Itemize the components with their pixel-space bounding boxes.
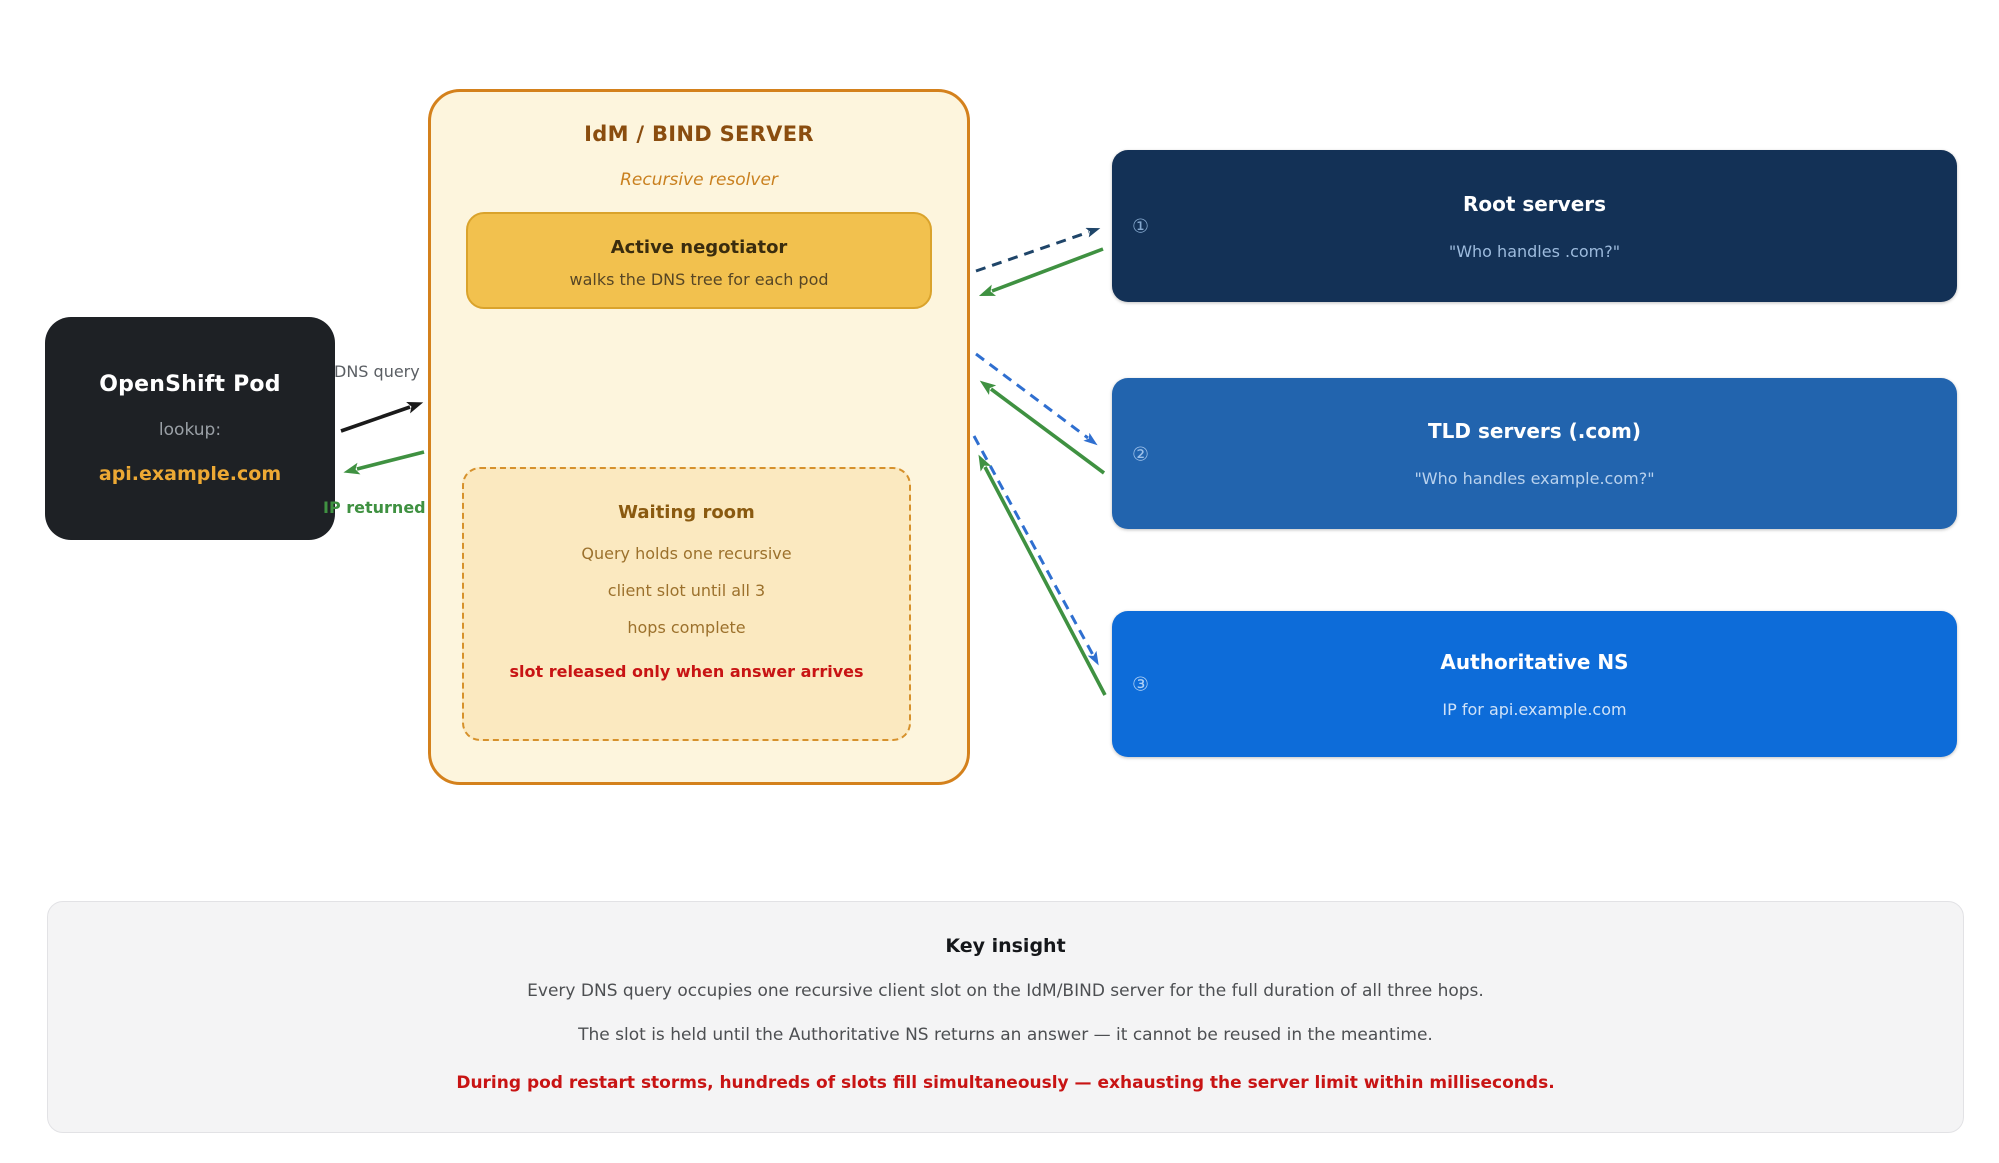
dns-query-label: DNS query	[334, 362, 420, 381]
hop2-response-arrow	[979, 380, 1106, 475]
pod-title: OpenShift Pod	[99, 372, 281, 397]
hop3-request-arrow	[972, 435, 1099, 666]
hop1-response-arrow	[978, 247, 1104, 296]
waiting-room-title: Waiting room	[618, 502, 755, 523]
hop1-request-arrow	[975, 227, 1101, 273]
authoritative-ns-subtitle: IP for api.example.com	[1442, 699, 1627, 719]
authoritative-ns-box: ③ Authoritative NS IP for api.example.co…	[1112, 611, 1957, 757]
hop3-badge: ③	[1132, 673, 1150, 696]
hop1-badge: ①	[1132, 215, 1150, 238]
root-servers-box: ① Root servers "Who handles .com?"	[1112, 150, 1957, 302]
waiting-room-box: Waiting room Query holds one recursive c…	[462, 467, 911, 741]
key-insight-box: Key insight Every DNS query occupies one…	[47, 901, 1964, 1133]
key-insight-alert: During pod restart storms, hundreds of s…	[456, 1073, 1555, 1093]
waiting-room-line: client slot until all 3	[607, 581, 766, 600]
hop2-badge: ②	[1132, 443, 1150, 466]
active-negotiator-box: Active negotiator walks the DNS tree for…	[466, 212, 932, 309]
key-insight-line-1: Every DNS query occupies one recursive c…	[527, 981, 1484, 1001]
tld-servers-title: TLD servers (.com)	[1428, 419, 1641, 443]
pod-domain: api.example.com	[98, 463, 282, 485]
root-servers-title: Root servers	[1462, 191, 1607, 216]
key-insight-line-2: The slot is held until the Authoritative…	[578, 1025, 1433, 1045]
idm-subtitle: Recursive resolver	[620, 170, 778, 190]
waiting-room-description: Query holds one recursive client slot un…	[464, 535, 909, 646]
waiting-room-line: Query holds one recursive	[581, 544, 792, 563]
key-insight-title: Key insight	[945, 935, 1066, 957]
waiting-room-alert: slot released only when answer arrives	[509, 662, 864, 681]
active-negotiator-title: Active negotiator	[610, 237, 788, 258]
tld-servers-box: ② TLD servers (.com) "Who handles exampl…	[1112, 378, 1957, 529]
root-servers-subtitle: "Who handles .com?"	[1448, 241, 1621, 261]
waiting-room-line: hops complete	[627, 618, 746, 637]
ip-returned-arrow	[343, 450, 425, 475]
hop3-response-arrow	[978, 454, 1107, 696]
dns-query-arrow	[340, 401, 424, 433]
authoritative-ns-title: Authoritative NS	[1440, 649, 1629, 674]
tld-servers-subtitle: "Who handles example.com?"	[1414, 469, 1655, 488]
active-negotiator-description: walks the DNS tree for each pod	[569, 270, 829, 289]
openshift-pod-box: OpenShift Pod lookup: api.example.com	[45, 317, 335, 540]
ip-returned-label: IP returned	[323, 498, 426, 517]
idm-bind-server-box: IdM / BIND SERVER Recursive resolver Act…	[428, 89, 970, 785]
pod-lookup-label: lookup:	[158, 420, 222, 440]
hop2-request-arrow	[975, 352, 1098, 446]
idm-title: IdM / BIND SERVER	[584, 122, 814, 146]
